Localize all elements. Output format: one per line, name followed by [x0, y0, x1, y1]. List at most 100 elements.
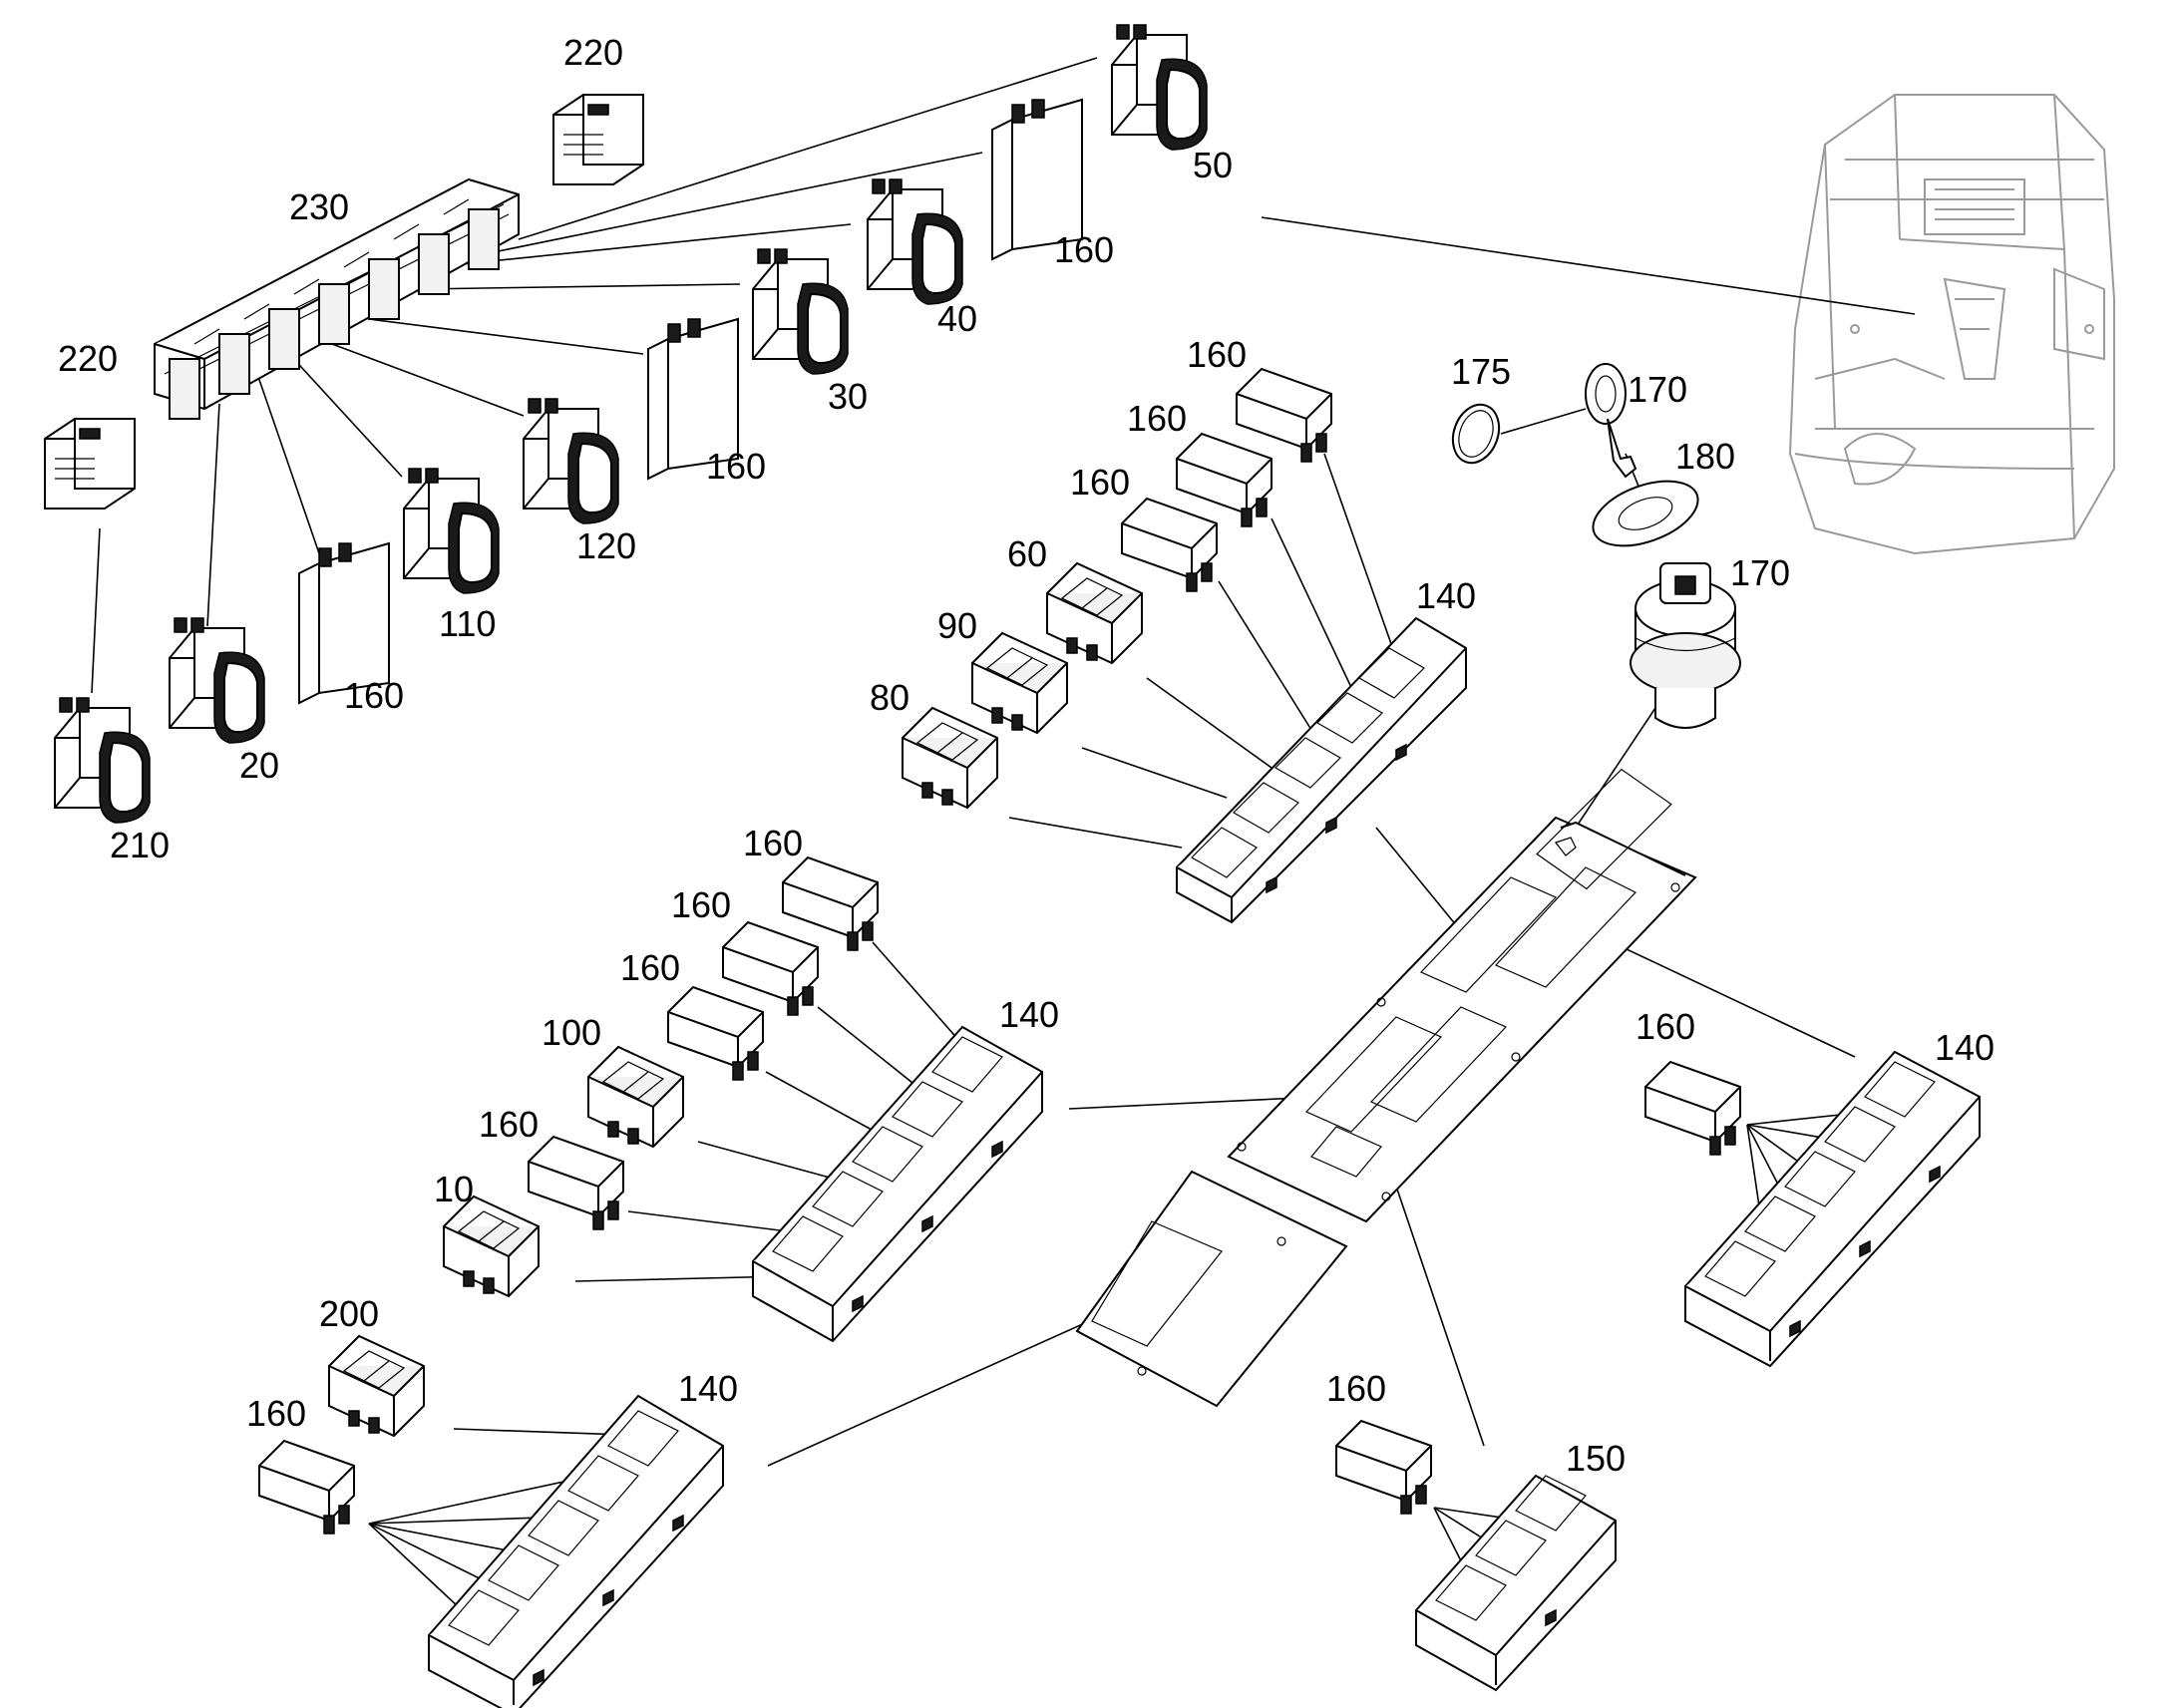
leader-line	[323, 340, 525, 417]
rocker-switch-80	[902, 707, 998, 809]
rocker-switch-100	[587, 1046, 684, 1148]
callout-label: 160	[1127, 398, 1187, 439]
rocker-switch-30	[752, 248, 849, 375]
callout-label: 220	[58, 338, 118, 379]
blank-160-h	[258, 1440, 355, 1535]
operator-cab-drawing	[1788, 94, 2115, 555]
callout-label: 120	[576, 525, 636, 566]
callout-label: 210	[110, 825, 170, 865]
callout-label: 50	[1193, 145, 1233, 185]
callout-label: 160	[706, 446, 766, 487]
callout-label: 160	[1054, 229, 1114, 270]
leader-line	[1068, 1096, 1322, 1110]
rocker-switch-40	[867, 178, 963, 305]
leader-line	[91, 527, 101, 694]
leader-line	[1218, 580, 1317, 739]
callout-label: 220	[563, 32, 623, 73]
callout-label: 160	[620, 947, 680, 988]
leader-line	[1271, 517, 1357, 699]
callout-label: 80	[870, 677, 909, 718]
leader-line	[368, 318, 644, 355]
callout-label: 60	[1007, 533, 1047, 574]
rocker-switch-60	[1046, 562, 1143, 664]
callout-label: 140	[678, 1368, 738, 1409]
callout-label: 110	[439, 603, 496, 644]
blank-160-d	[782, 856, 879, 951]
mounting-plate-lower	[1075, 1170, 1348, 1408]
callout-label: 160	[743, 823, 803, 863]
callout-label: 160	[1070, 462, 1130, 503]
leader-line	[518, 57, 1098, 240]
leader-line	[1008, 817, 1183, 849]
ignition-switch-170	[1630, 562, 1741, 729]
leader-line	[460, 223, 852, 265]
rocker-switch-20	[169, 617, 265, 744]
callout-label: 180	[1675, 436, 1735, 477]
blank-160-g	[528, 1136, 624, 1230]
leader-line	[418, 283, 741, 290]
callout-label: 10	[434, 1169, 474, 1209]
callout-label: 160	[1326, 1368, 1386, 1409]
leader-line	[1385, 1156, 1485, 1447]
callout-label: 160	[344, 675, 404, 716]
callout-label: 230	[289, 186, 349, 227]
blank-160-b	[1176, 433, 1272, 527]
leader-line	[468, 152, 983, 258]
blank-160-c	[1121, 498, 1218, 592]
blank-160-j	[1335, 1420, 1432, 1515]
rocker-switch-200	[328, 1335, 425, 1437]
switch-panel-140-lower	[428, 1394, 724, 1708]
callout-label: 100	[542, 1012, 601, 1053]
leader-line	[1323, 453, 1397, 659]
o-ring-175	[1451, 403, 1501, 465]
holder-220-left	[44, 418, 136, 510]
blank-160-a	[1236, 368, 1332, 463]
callout-label: 90	[937, 605, 977, 646]
leader-line	[1590, 931, 1856, 1058]
callout-label: 140	[999, 994, 1059, 1035]
leader-line	[1146, 677, 1272, 769]
mounting-plate-main	[1227, 768, 1697, 1223]
callout-label: 200	[319, 1293, 379, 1334]
leader-line	[1500, 408, 1587, 435]
callout-label: 160	[1187, 334, 1247, 375]
leader-line	[206, 403, 220, 627]
callout-label: 170	[1730, 552, 1790, 593]
callout-label: 160	[1635, 1006, 1695, 1047]
callout-label: 40	[937, 298, 977, 339]
callout-label: 20	[239, 745, 279, 786]
callout-label: 140	[1416, 575, 1476, 616]
callout-label: 30	[828, 376, 868, 417]
callout-label: 175	[1451, 351, 1511, 392]
blank-160-i	[1644, 1061, 1741, 1156]
callout-label: 150	[1566, 1438, 1626, 1479]
switch-panel-140-upper	[1176, 616, 1467, 924]
callout-label: 160	[246, 1393, 306, 1434]
switch-panel-150	[1415, 1474, 1617, 1692]
leader-line	[256, 373, 320, 554]
leader-line	[1575, 707, 1656, 829]
leader-line	[1261, 216, 1916, 315]
rocker-switch-10	[443, 1196, 540, 1297]
callout-labels: 220 230 220 50 160 40 30 160 120 110 160…	[58, 32, 1995, 1479]
callout-label: 140	[1935, 1027, 1995, 1068]
blank-160-e	[722, 921, 819, 1016]
switch-panel-140-middle	[752, 1025, 1043, 1343]
holder-220-top	[552, 94, 644, 185]
key-170	[1585, 363, 1637, 479]
rocker-switch-90	[971, 632, 1068, 734]
rocker-switch-110	[403, 468, 500, 594]
rocker-switch-120	[523, 398, 619, 524]
callout-label: 170	[1628, 369, 1687, 410]
leader-line	[1081, 747, 1228, 799]
bezel-180	[1592, 480, 1699, 547]
blank-160-f	[667, 986, 764, 1081]
leader-line	[1375, 827, 1467, 938]
switch-bracket-230	[154, 177, 520, 420]
callout-label: 160	[479, 1104, 539, 1145]
callout-label: 160	[671, 884, 731, 925]
leader-line	[288, 353, 403, 478]
switch-panel-140-right	[1684, 1050, 1981, 1368]
